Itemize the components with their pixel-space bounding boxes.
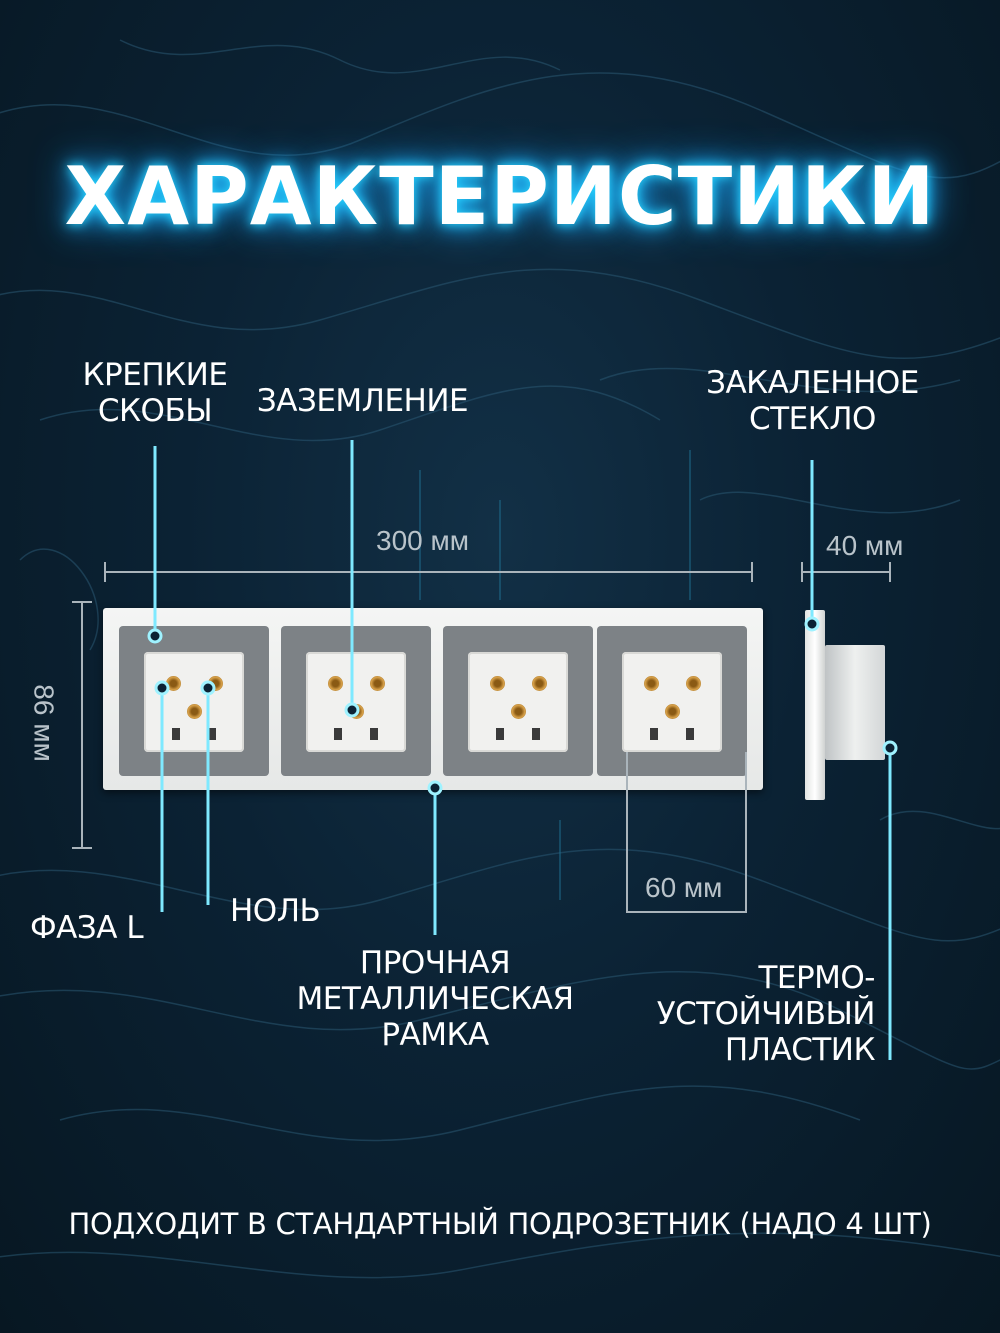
socket-panel-front <box>103 608 763 790</box>
socket-pin-2a <box>328 676 343 691</box>
socket-pin-4b <box>686 676 701 691</box>
socket-slot-4b <box>686 728 694 740</box>
socket-module-2 <box>281 626 431 776</box>
socket-slot-1b <box>208 728 216 740</box>
socket-pin-2b <box>370 676 385 691</box>
socket-face-4 <box>622 652 722 752</box>
socket-module-4 <box>597 626 747 776</box>
socket-pin-1a <box>166 676 181 691</box>
label-strong-brackets-line1: КРЕПКИЕ <box>82 357 228 393</box>
footer-note: ПОДХОДИТ В СТАНДАРТНЫЙ ПОДРОЗЕТНИК (НАДО… <box>68 1207 932 1241</box>
socket-pin-1c <box>187 704 202 719</box>
label-strong-brackets-line2: СКОБЫ <box>97 393 213 429</box>
label-grounding: ЗАЗЕМЛЕНИЕ <box>256 383 469 419</box>
label-metal-frame-line3: РАМКА <box>381 1017 489 1053</box>
socket-pin-3c <box>511 704 526 719</box>
socket-slot-1a <box>172 728 180 740</box>
socket-panel-side-body <box>825 645 885 760</box>
socket-slot-4a <box>650 728 658 740</box>
page-title: ХАРАКТЕРИСТИКИ <box>64 150 936 243</box>
dimension-depth: 40 мм <box>826 530 904 561</box>
label-plastic-line3: ПЛАСТИК <box>724 1032 876 1068</box>
socket-face-2 <box>306 652 406 752</box>
pointer-dot-neutral <box>200 680 216 696</box>
dimension-line-module <box>626 752 747 913</box>
socket-pin-3a <box>490 676 505 691</box>
label-neutral: НОЛЬ <box>230 893 321 929</box>
socket-face-3 <box>468 652 568 752</box>
socket-slot-2a <box>334 728 342 740</box>
socket-pin-4a <box>644 676 659 691</box>
dimension-width: 300 мм <box>376 525 469 556</box>
dimension-module: 60 мм <box>645 872 723 903</box>
socket-module-3 <box>443 626 593 776</box>
pointer-dot-brackets <box>147 628 163 644</box>
pointer-dot-glass <box>804 616 820 632</box>
label-metal-frame: ПРОЧНАЯ МЕТАЛЛИЧЕСКАЯ РАМКА <box>285 945 585 1053</box>
socket-slot-3b <box>532 728 540 740</box>
pointer-dot-phase <box>154 680 170 696</box>
label-phase: ФАЗА L <box>30 910 144 946</box>
label-metal-frame-line2: МЕТАЛЛИЧЕСКАЯ <box>296 981 574 1017</box>
label-tempered-glass-line1: ЗАКАЛЕННОЕ <box>706 365 919 401</box>
socket-slot-2b <box>370 728 378 740</box>
socket-pin-3b <box>532 676 547 691</box>
label-plastic-line2: УСТОЙЧИВЫЙ <box>656 996 876 1032</box>
label-heat-resistant-plastic: ТЕРМО- УСТОЙЧИВЫЙ ПЛАСТИК <box>630 960 876 1068</box>
label-plastic-line1: ТЕРМО- <box>758 960 875 996</box>
socket-slot-3a <box>496 728 504 740</box>
pointer-dot-frame <box>427 780 443 796</box>
label-strong-brackets: КРЕПКИЕ СКОБЫ <box>75 357 235 429</box>
label-tempered-glass-line2: СТЕКЛО <box>749 401 876 437</box>
label-tempered-glass: ЗАКАЛЕННОЕ СТЕКЛО <box>690 365 935 437</box>
pointer-dot-grounding <box>344 702 360 718</box>
socket-panel-side-glass <box>805 610 825 800</box>
pointer-dot-plastic <box>882 740 898 756</box>
socket-pin-4c <box>665 704 680 719</box>
label-metal-frame-line1: ПРОЧНАЯ <box>359 945 511 981</box>
